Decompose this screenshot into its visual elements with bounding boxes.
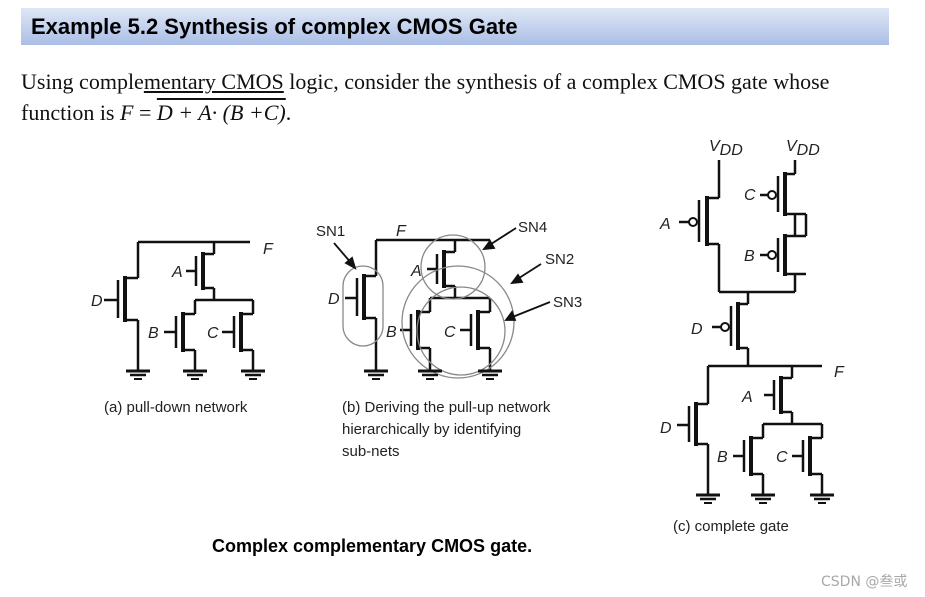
subnet-sn2-outline (401, 265, 515, 379)
formula-equals: = (133, 100, 157, 125)
parallel-node-c (761, 422, 824, 438)
formula-expression: D + A· (B +C) (156, 100, 286, 125)
intro-text: Using comple (21, 69, 144, 94)
nmos-transistor-a (764, 376, 794, 424)
ground-symbol (181, 369, 209, 381)
example-banner: Example 5.2 Synthesis of complex CMOS Ga… (21, 8, 889, 45)
nmos-transistor-b (733, 436, 765, 494)
diagram-a-input-d-label: D (91, 293, 103, 310)
subnet-sn1-outline (342, 265, 384, 347)
diagram-c-pullup-input-b-label: B (744, 248, 755, 265)
diagram-a-output-label: F (263, 241, 274, 258)
intro-text: function is (21, 100, 120, 125)
pmos-transistor-b (760, 234, 806, 292)
subnet-sn4-outline (420, 234, 486, 300)
ground-symbol (808, 493, 836, 505)
pmos-transistor-d (712, 302, 750, 366)
diagram-b-input-d-label: D (328, 291, 340, 308)
pullup-merge-node (719, 290, 795, 304)
subnet-label-sn3: SN3 (553, 294, 582, 311)
pmos-transistor-c (760, 172, 808, 236)
nmos-transistor-d (677, 402, 710, 494)
ground-symbol (124, 369, 152, 381)
output-wire-a (136, 240, 250, 278)
ground-symbol (239, 369, 267, 381)
diagram-c-pulldown-input-b-label: B (717, 449, 728, 466)
caption-complete-gate: (c) complete gate (673, 518, 789, 535)
parallel-node-a (193, 298, 255, 314)
caption-pull-down-network: (a) pull-down network (104, 399, 248, 416)
intro-paragraph: Using complementary CMOS logic, consider… (21, 66, 916, 128)
caption-deriving-pull-up: (b) Deriving the pull-up network hierarc… (342, 397, 612, 463)
ground-symbol (476, 369, 504, 381)
caption-b-line-2: hierarchically by identifying (342, 421, 522, 438)
diagram-b-input-b-label: B (386, 324, 397, 341)
diagram-b-input-a-label: A (410, 263, 422, 280)
diagram-c-pullup-input-a-label: A (659, 216, 671, 233)
subnet-identification-diagram (333, 227, 551, 379)
subnet-outlines (342, 234, 515, 379)
watermark: CSDN @叁或 (821, 574, 908, 590)
diagram-a-input-b-label: B (148, 325, 159, 342)
intro-text-rest: logic, consider the synthesis of a compl… (283, 69, 830, 94)
diagram-b-output-label: F (396, 223, 407, 240)
subnet-callout-arrows (333, 227, 551, 321)
supply-label-vdd-left: VDD (709, 138, 743, 159)
example-title: Example 5.2 Synthesis of complex CMOS Ga… (31, 13, 518, 39)
nmos-transistor-b (164, 312, 197, 370)
subnet-label-sn1: SN1 (316, 223, 345, 240)
nmos-transistor-c (460, 310, 492, 370)
caption-b-line-3: sub-nets (342, 443, 400, 460)
pull-down-network-diagram (104, 240, 255, 370)
pmos-transistor-a (679, 196, 721, 292)
diagram-b-input-c-label: C (444, 324, 456, 341)
diagram-c-pulldown-input-c-label: C (776, 449, 788, 466)
diagram-a-input-c-label: C (207, 325, 219, 342)
diagram-c-output-label: F (834, 364, 845, 381)
subnet-label-sn2: SN2 (545, 251, 574, 268)
diagram-c-pullup-input-d-label: D (691, 321, 703, 338)
supply-rails (717, 160, 797, 198)
supply-label-vdd-right: VDD (786, 138, 820, 159)
formula-output: F (120, 100, 134, 125)
output-wire-b (374, 238, 490, 276)
diagram-c-pullup-input-c-label: C (744, 187, 756, 204)
nmos-transistor-c (792, 436, 824, 494)
nmos-transistor-d (345, 274, 378, 370)
ground-symbol (362, 369, 390, 381)
nmos-transistor-a (186, 252, 216, 300)
parallel-node-b (428, 296, 492, 312)
ground-symbol (749, 493, 777, 505)
intro-line-2: function is F = D + A· (B +C). (21, 97, 916, 128)
intro-underlined-text: mentary CMOS (143, 69, 284, 94)
diagram-c-pulldown-input-d-label: D (660, 420, 672, 437)
formula-period: . (285, 100, 292, 125)
subnet-sn3-outline (416, 286, 506, 376)
nmos-transistor-d (104, 276, 140, 370)
intro-line-1: Using complementary CMOS logic, consider… (21, 66, 916, 97)
complete-gate-diagram (677, 160, 824, 494)
ground-symbol (694, 493, 722, 505)
subnet-label-sn4: SN4 (518, 219, 547, 236)
figure-caption: Complex complementary CMOS gate. (212, 536, 533, 556)
nmos-transistor-c (222, 312, 255, 370)
diagram-c-pulldown-input-a-label: A (741, 389, 753, 406)
diagram-a-input-a-label: A (171, 264, 183, 281)
output-wire-c (706, 364, 822, 404)
caption-b-line-1: (b) Deriving the pull-up network (342, 399, 551, 416)
